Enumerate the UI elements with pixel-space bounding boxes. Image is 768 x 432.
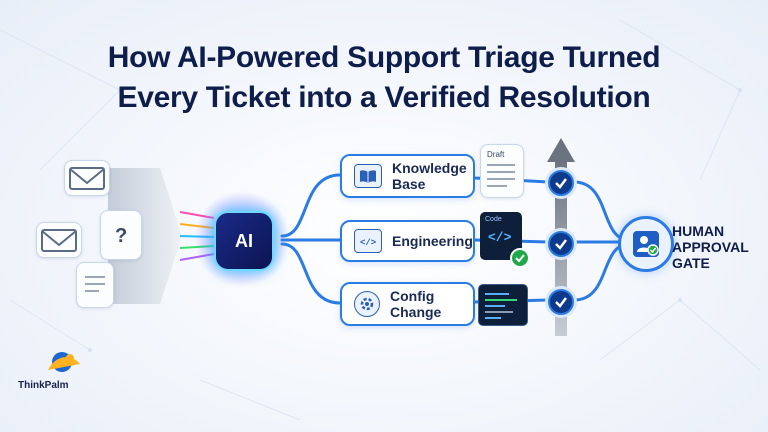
approval-gate-label: HUMAN APPROVAL GATE: [672, 223, 749, 271]
terminal-window-icon: [485, 293, 517, 319]
gate-line-1: HUMAN: [672, 223, 725, 239]
ai-label: AI: [235, 230, 253, 251]
draft-document: Draft: [480, 144, 524, 198]
input-funnel: [108, 168, 182, 304]
input-email-2: [36, 222, 82, 258]
question-document-icon: ?: [115, 225, 127, 247]
input-email-1: [64, 160, 110, 196]
code-verified-badge: [510, 248, 530, 268]
code-file: Code </>: [480, 212, 530, 268]
route-label-line1: Config: [390, 288, 435, 304]
progress-arrow-head: [547, 138, 575, 162]
document-icon: [85, 276, 105, 292]
envelope-icon: [41, 229, 77, 252]
terminal-window: [478, 284, 528, 326]
envelope-icon: [69, 167, 105, 190]
code-window-gear-icon: </>: [354, 229, 382, 253]
title-line-2: Every Ticket into a Verified Resolution: [117, 81, 651, 114]
route-label-line1: Knowledge: [392, 160, 467, 176]
svg-text:</>: </>: [488, 230, 512, 245]
check-icon: [548, 170, 574, 196]
check-icon: [548, 231, 574, 257]
code-label: Code: [485, 216, 502, 223]
check-icon: [548, 289, 574, 315]
gate-line-3: GATE: [672, 255, 710, 271]
code-file-icon: </>: [488, 230, 512, 245]
settings-gear-icon: [354, 291, 380, 317]
svg-text:?: ?: [115, 225, 127, 247]
input-question-document: ?: [100, 210, 142, 260]
brand-name: ThinkPalm: [18, 380, 69, 391]
svg-text:</>: </>: [360, 238, 376, 248]
approval-gate-node[interactable]: [618, 216, 674, 272]
title-line-1: How AI-Powered Support Triage Turned: [107, 41, 661, 74]
route-label: Engineering: [392, 233, 473, 249]
user-check-icon: [633, 231, 659, 257]
thinkpalm-logo: [40, 350, 82, 376]
input-document: [76, 262, 114, 308]
draft-label: Draft: [487, 150, 505, 159]
route-engineering[interactable]: </> Engineering: [340, 220, 475, 262]
draft-document-icon: [487, 164, 515, 187]
book-icon: [354, 164, 382, 188]
gate-line-2: APPROVAL: [672, 239, 749, 255]
route-label-line2: Change: [390, 304, 442, 320]
route-label-line2: Base: [392, 176, 426, 192]
ai-brain-chip: AI: [214, 211, 274, 271]
